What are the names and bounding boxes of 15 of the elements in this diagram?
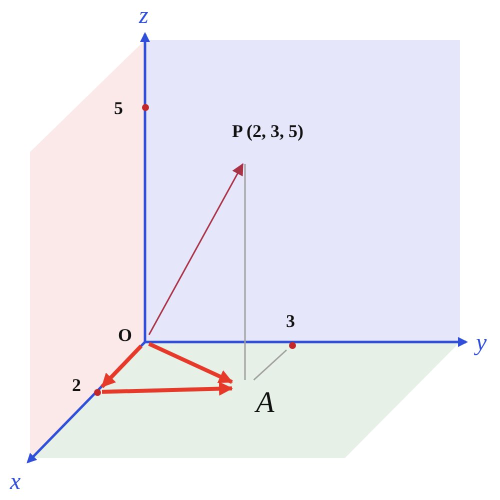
point-label: A bbox=[256, 388, 274, 418]
axis-label: y bbox=[476, 331, 487, 355]
axis-label: x bbox=[10, 470, 21, 494]
axis-label: z bbox=[139, 4, 148, 28]
vector-arrow bbox=[148, 342, 233, 384]
vector-arrow bbox=[102, 382, 233, 396]
point-label: 5 bbox=[114, 99, 123, 117]
point-label: 2 bbox=[72, 376, 81, 394]
vector-arrow bbox=[100, 344, 143, 388]
projection-line bbox=[244, 164, 246, 380]
point-label: 3 bbox=[286, 312, 295, 330]
point-label: P (2, 3, 5) bbox=[232, 122, 304, 140]
vector-arrow bbox=[148, 163, 244, 336]
projection-line bbox=[253, 349, 288, 381]
point-label: O bbox=[118, 326, 132, 344]
